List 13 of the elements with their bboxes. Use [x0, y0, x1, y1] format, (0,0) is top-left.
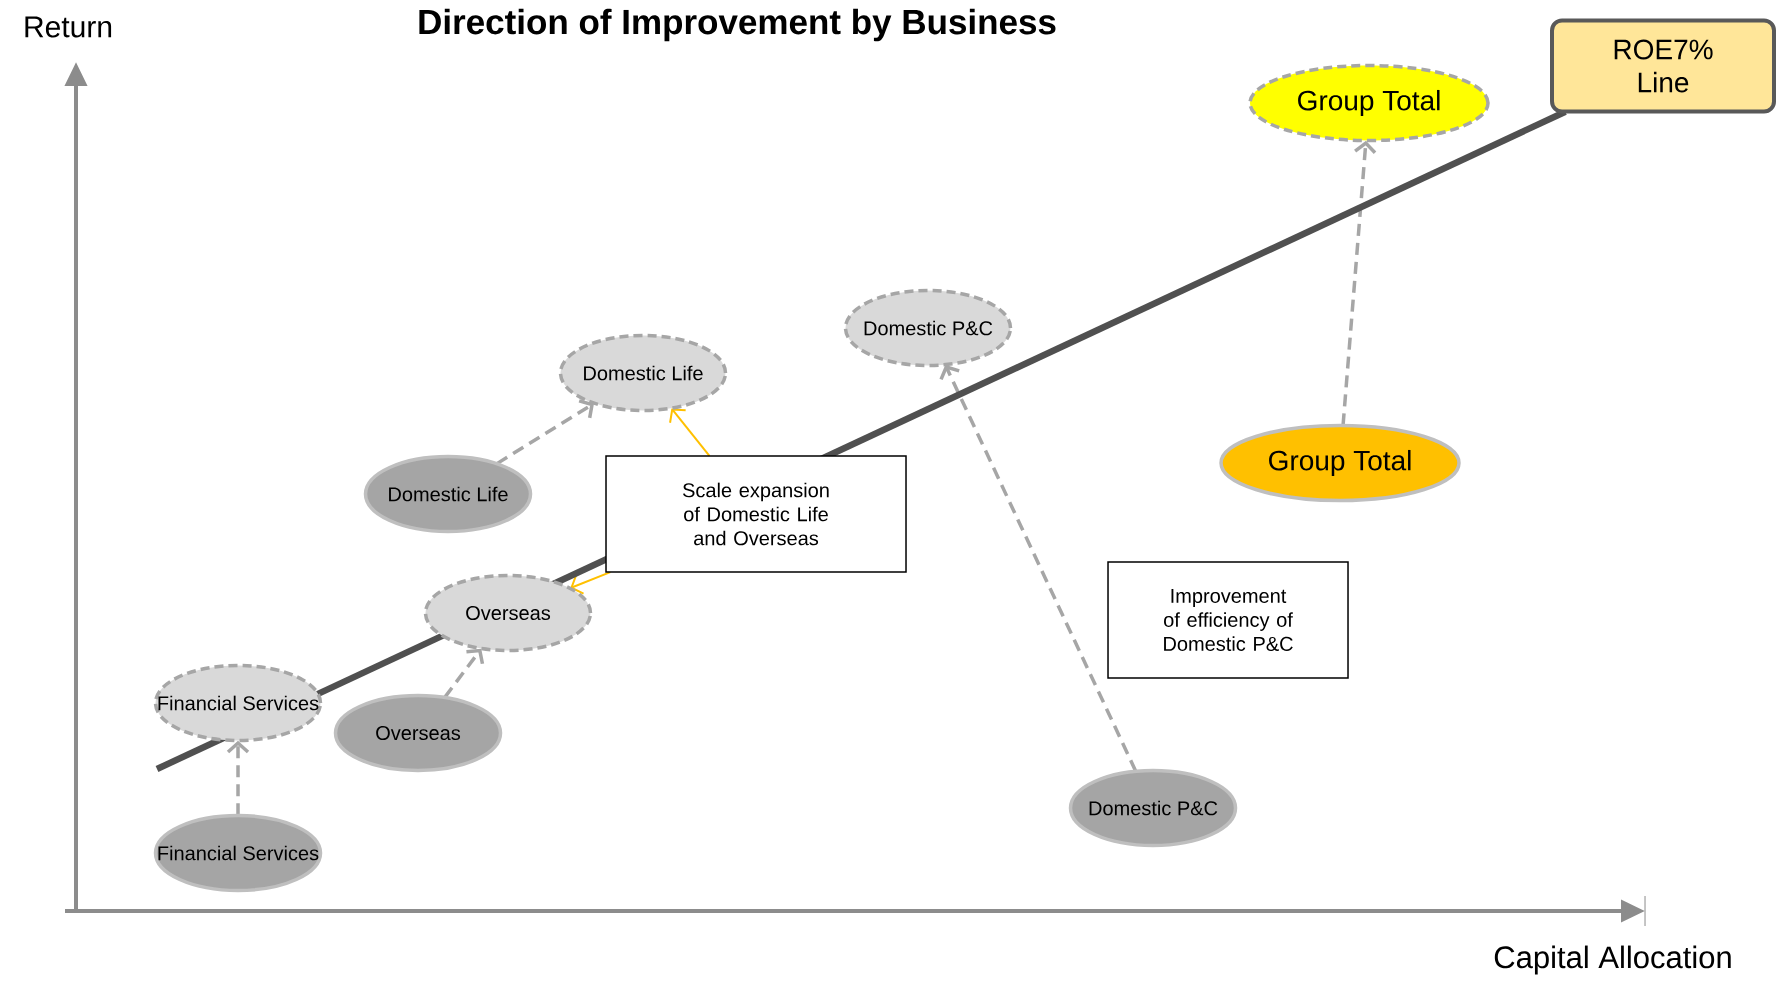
arrow [443, 648, 485, 699]
title: Direction of Improvement by Business [419, 8, 1056, 42]
callout-box: Improvement of efficiency of Domestic P&C [1107, 561, 1349, 679]
arrow [226, 740, 250, 816]
arrow [939, 364, 1138, 772]
arrow [669, 408, 711, 457]
axis-label: Capital Allocation [1494, 945, 1731, 975]
callout-box: Scale expansion of Domestic Life and Overseas [605, 455, 907, 573]
label-box: ROE7% Line [1550, 18, 1776, 114]
arrow [1341, 140, 1377, 426]
arrow [570, 571, 612, 595]
arrow [496, 399, 595, 466]
axis-label: Return [25, 16, 112, 38]
